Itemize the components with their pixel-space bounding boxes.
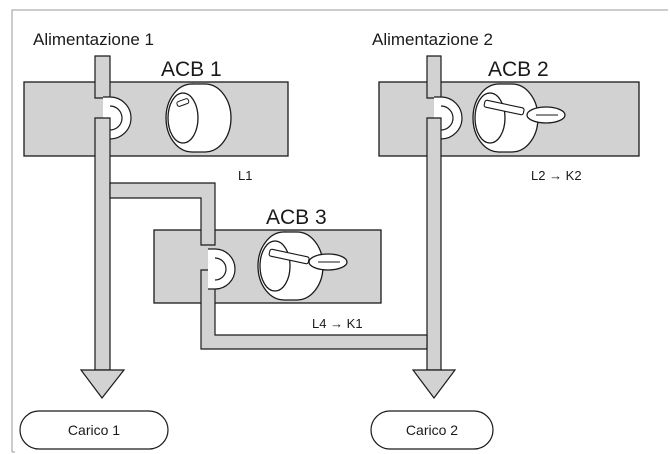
load-2-label: Carico 2	[406, 422, 458, 438]
supply-1-line	[79, 55, 132, 399]
diagram-frame	[11, 9, 668, 453]
load-1-label: Carico 1	[68, 422, 120, 438]
acb1-to-acb3-branch	[109, 182, 216, 246]
acb1-body	[23, 81, 289, 157]
acb3-key-icon	[268, 248, 348, 271]
supply-1-label: Alimentazione 1	[33, 30, 154, 49]
acb2-key-icon	[483, 99, 566, 124]
acb2-label: ACB 2	[488, 58, 549, 81]
acb1-lock-icon	[165, 83, 232, 153]
load-2-terminal	[370, 410, 494, 450]
acb3-lock-label: L4 → K1	[312, 316, 363, 331]
acb1-lock-label: L1	[238, 168, 252, 183]
acb3-label: ACB 3	[266, 206, 327, 229]
acb3-to-load2-line	[200, 248, 428, 350]
supply-2-label: Alimentazione 2	[372, 30, 493, 49]
supply-2-line	[411, 55, 463, 399]
acb2-lock-label: L2 → K2	[531, 168, 582, 183]
acb1-label: ACB 1	[161, 58, 222, 81]
load-1-terminal	[19, 410, 169, 450]
